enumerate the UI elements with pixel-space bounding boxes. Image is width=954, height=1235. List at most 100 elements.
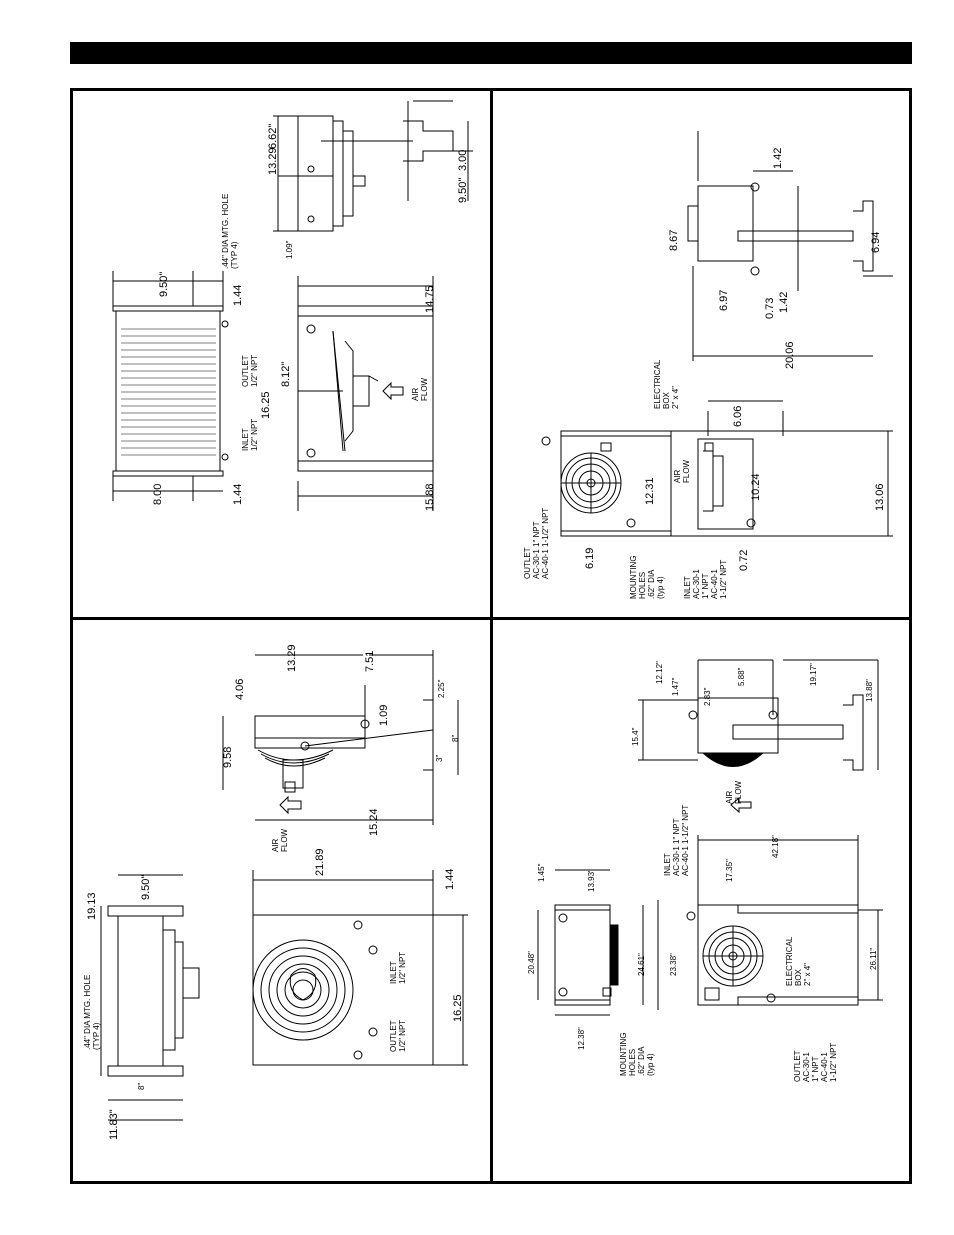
label-mounting-line2: HOLES: [628, 1048, 637, 1076]
dim-1-09: 1.09: [378, 704, 390, 726]
label-mounting-line3: .62" DIA: [637, 1046, 646, 1076]
label-outlet-line2: 1/2" NPT: [250, 354, 259, 387]
dim-6-06: 6.06: [732, 405, 744, 427]
dim-1-44-bottom: 1.44: [232, 483, 244, 505]
label-mounting-line2: HOLES: [638, 571, 647, 599]
drawing-bottom-right: [537, 659, 883, 1016]
label-inlet: INLET 1/2" NPT: [241, 419, 259, 451]
dim-12-31: 12.31: [644, 477, 656, 505]
dim-1-44: 1.44: [444, 868, 456, 890]
label-inlet-line1: INLET: [663, 853, 672, 876]
drawing-top-left: [112, 100, 473, 511]
label-mtg-hole-line1: .44" DIA MTG. HOLE: [221, 193, 230, 269]
dim-6-19: 6.19: [584, 547, 596, 569]
panel-bottom-right: 12.12" 1.47" 2.83" 5.88" 19.17" 15.4" 13…: [493, 620, 909, 1181]
label-inlet-line5: 1-1/2" NPT: [719, 559, 728, 599]
label-electrical-line2: BOX: [794, 969, 803, 986]
label-electrical-line2: BOX: [662, 392, 671, 409]
label-mtg-hole-line2: (TYP 4): [230, 241, 239, 269]
dim-1-45: 1.45": [537, 863, 546, 882]
label-mtg-hole-line1: .44" DIA MTG. HOLE: [83, 974, 92, 1050]
dim-2-83: 2.83": [703, 687, 712, 706]
dim-23-38: 23.38": [669, 953, 678, 976]
dim-3: 3": [435, 754, 444, 762]
label-outlet-line2: AC-30-1 1" NPT: [532, 521, 541, 579]
label-electrical-box: ELECTRICAL BOX 2" x 4": [785, 937, 812, 986]
dim-15-24: 15.24: [368, 808, 380, 836]
top-view-body: [697, 185, 754, 262]
panel-bottom-left: 13.29 4.06 7.51 2.25" 1.09 9.58 8" 3" 15…: [73, 620, 490, 1181]
panel-divider-vertical: [490, 88, 493, 1184]
fan-guard: [252, 939, 354, 1041]
label-inlet-line1: INLET: [683, 576, 692, 599]
panel-top-left: 9.50" 1.44 8.00 1.44 16.25 8.12" 14.75 1…: [73, 91, 490, 617]
dim-8-12: 8.12": [280, 361, 292, 387]
dim-6-62: 6.62": [267, 123, 279, 149]
label-outlet-line4: AC-40-1: [820, 1052, 829, 1082]
dim-42-18: 42.18": [771, 835, 780, 858]
label-mounting-line1: MOUNTING: [629, 555, 638, 599]
label-outlet-line2: 1/2" NPT: [398, 1019, 407, 1052]
label-outlet-line1: OUTLET: [389, 1020, 398, 1052]
dim-16-25: 16.25: [260, 391, 272, 419]
dim-17-35: 17.35": [725, 859, 734, 882]
dim-8-67: 8.67: [668, 229, 680, 251]
dim-1-44-top: 1.44: [232, 284, 244, 306]
label-air-flow: AIR FLOW: [411, 378, 429, 401]
label-outlet-line2: AC-30-1: [802, 1052, 811, 1082]
label-mounting-line1: MOUNTING: [619, 1032, 628, 1076]
label-inlet-line3: AC-40-1 1-1/2" NPT: [681, 804, 690, 876]
label-flow: FLOW: [682, 459, 691, 483]
label-inlet-line2: AC-30-1 1" NPT: [672, 818, 681, 876]
label-mounting-line3: .62" DIA: [647, 569, 656, 599]
label-mounting-holes: MOUNTING HOLES .62" DIA (typ 4): [629, 555, 665, 599]
label-outlet: OUTLET 1/2" NPT: [389, 1020, 407, 1052]
dim-2-25: 2.25": [437, 679, 446, 698]
label-inlet-line2: 1/2" NPT: [398, 951, 407, 984]
drawing-bottom-left: [100, 650, 468, 1121]
label-inlet: INLET AC-30-1 1" NPT AC-40-1 1-1/2" NPT: [683, 560, 728, 599]
label-air: AIR: [673, 469, 682, 483]
core-fins: [121, 328, 216, 456]
dim-19-13: 19.13: [86, 892, 98, 920]
label-flow: FLOW: [734, 780, 743, 804]
dim-7-51: 7.51: [364, 650, 376, 672]
side-view-body: [697, 438, 754, 530]
label-inlet-line1: INLET: [389, 961, 398, 984]
label-electrical-box: ELECTRICAL BOX 2" x 4": [653, 360, 680, 409]
dim-1-09: 1.09": [285, 240, 294, 259]
drawing-top-right: [541, 131, 893, 537]
label-outlet-line3: 1" NPT: [811, 1056, 820, 1082]
label-air: AIR: [411, 387, 420, 401]
label-outlet: OUTLET AC-30-1 1" NPT AC-40-1 1-1/2" NPT: [523, 508, 550, 579]
label-mtg-hole: .44" DIA MTG. HOLE (TYP 4): [83, 975, 101, 1050]
label-electrical-line1: ELECTRICAL: [785, 936, 794, 986]
core-front-view: [115, 310, 221, 472]
label-outlet-line5: 1-1/2" NPT: [829, 1042, 838, 1082]
label-mounting-holes: MOUNTING HOLES .62" DIA (typ 4): [619, 1032, 655, 1076]
dim-6-94: 6.94: [870, 231, 882, 253]
dim-13-06: 13.06: [874, 483, 886, 511]
panel-top-right: 1.42 8.67 6.94 6.97 0.73 1.42 20.06 6.06…: [493, 91, 909, 617]
label-electrical-line1: ELECTRICAL: [653, 359, 662, 409]
dim-1-42-bottom: 1.42: [778, 291, 790, 313]
label-inlet-line4: AC-40-1: [710, 569, 719, 599]
dim-14-75: 14.75: [424, 285, 436, 313]
dim-26-11: 26.11": [869, 947, 878, 970]
label-mounting-line4: (typ 4): [656, 576, 665, 599]
label-electrical-line3: 2" x 4": [803, 962, 812, 986]
top-view-body: [297, 115, 334, 232]
dim-0-72: 0.72: [738, 549, 750, 571]
dim-1-47: 1.47": [671, 677, 680, 696]
dim-19-17: 19.17": [809, 663, 818, 686]
dim-10-24: 10.24: [750, 473, 762, 501]
label-flow: FLOW: [280, 828, 289, 852]
dim-9-50-side: 9.50": [457, 177, 469, 203]
label-inlet-line3: 1" NPT: [701, 573, 710, 599]
dim-20-06: 20.06: [784, 341, 796, 369]
dim-8: 8": [451, 734, 460, 742]
label-outlet-line1: OUTLET: [793, 1050, 802, 1082]
dim-15-88: 15.88: [424, 483, 436, 511]
top-view-body: [254, 715, 366, 749]
label-inlet-line2: 1/2" NPT: [250, 418, 259, 451]
